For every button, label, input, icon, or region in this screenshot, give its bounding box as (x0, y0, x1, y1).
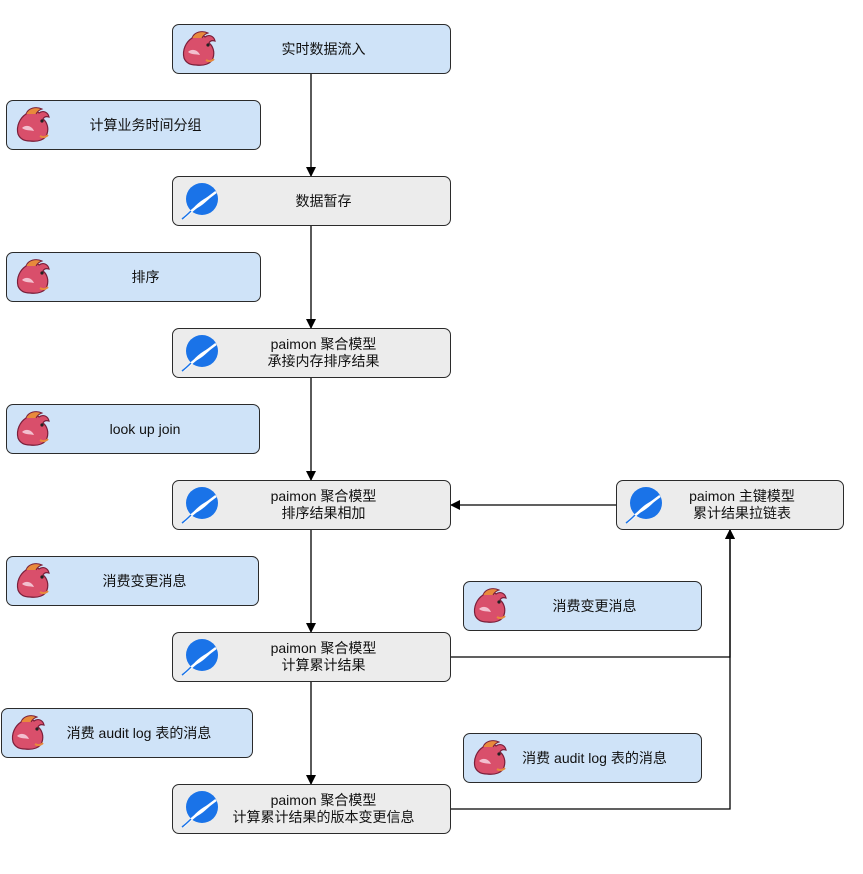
paimon-table-node: paimon 聚合模型排序结果相加 (172, 480, 451, 530)
node-label-line: paimon 主键模型 (689, 488, 795, 504)
node-label: 消费 audit log 表的消息 (464, 750, 701, 767)
flink-squirrel-icon (12, 560, 54, 602)
node-label: 消费变更消息 (7, 573, 258, 590)
flink-squirrel-icon (12, 104, 54, 146)
node-label-line: 消费变更消息 (552, 597, 637, 614)
node-label-line: 累计结果拉链表 (693, 505, 791, 521)
paimon-table-node: paimon 聚合模型计算累计结果 (172, 632, 451, 682)
flink-squirrel-icon (469, 737, 511, 779)
node-label: paimon 聚合模型排序结果相加 (173, 488, 450, 522)
node-label-line: paimon 聚合模型 (270, 336, 377, 352)
node-label-line: 排序 (131, 268, 160, 285)
node-label: paimon 聚合模型承接内存排序结果 (173, 336, 450, 370)
paimon-icon (178, 332, 220, 374)
node-label-line: paimon 聚合模型 (270, 640, 377, 656)
paimon-table-node: paimon 聚合模型承接内存排序结果 (172, 328, 451, 378)
node-label-line: 排序结果相加 (281, 505, 366, 521)
node-label: paimon 聚合模型计算累计结果的版本变更信息 (173, 792, 450, 826)
flink-task-node: look up join (6, 404, 260, 454)
paimon-icon (178, 180, 220, 222)
node-label-line: paimon 聚合模型 (270, 792, 377, 808)
flink-task-node: 排序 (6, 252, 261, 302)
node-label-line: 实时数据流入 (281, 40, 366, 57)
node-label: 排序 (7, 269, 260, 286)
flink-task-node: 消费 audit log 表的消息 (1, 708, 253, 758)
node-label: paimon 主键模型累计结果拉链表 (617, 488, 843, 522)
paimon-table-node: 数据暂存 (172, 176, 451, 226)
flink-squirrel-icon (178, 28, 220, 70)
node-label: 实时数据流入 (173, 41, 450, 58)
node-label: 消费 audit log 表的消息 (2, 725, 252, 742)
node-label-line: 计算业务时间分组 (89, 116, 202, 133)
node-label-line: 承接内存排序结果 (267, 353, 380, 369)
flink-squirrel-icon (12, 408, 54, 450)
flink-task-node: 消费 audit log 表的消息 (463, 733, 702, 783)
node-label-line: 数据暂存 (295, 192, 352, 209)
node-label: 消费变更消息 (464, 598, 701, 615)
node-label-line: 计算累计结果 (281, 657, 366, 673)
paimon-icon (178, 788, 220, 830)
node-label-line: 消费 audit log 表的消息 (522, 749, 667, 766)
flink-task-node: 计算业务时间分组 (6, 100, 261, 150)
flink-squirrel-icon (12, 256, 54, 298)
paimon-table-node: paimon 主键模型累计结果拉链表 (616, 480, 844, 530)
node-label: paimon 聚合模型计算累计结果 (173, 640, 450, 674)
node-label-line: paimon 聚合模型 (270, 488, 377, 504)
node-label: look up join (7, 421, 259, 438)
flink-squirrel-icon (469, 585, 511, 627)
flink-task-node: 消费变更消息 (6, 556, 259, 606)
node-label: 计算业务时间分组 (7, 117, 260, 134)
node-label: 数据暂存 (173, 193, 450, 210)
flink-task-node: 实时数据流入 (172, 24, 451, 74)
flink-task-node: 消费变更消息 (463, 581, 702, 631)
node-label-line: 消费 audit log 表的消息 (66, 724, 212, 741)
flink-squirrel-icon (7, 712, 49, 754)
paimon-icon (178, 484, 220, 526)
node-label-line: 计算累计结果的版本变更信息 (232, 809, 415, 825)
flow-arrow (451, 529, 735, 810)
paimon-table-node: paimon 聚合模型计算累计结果的版本变更信息 (172, 784, 451, 834)
paimon-icon (178, 636, 220, 678)
node-label-line: 消费变更消息 (102, 572, 187, 589)
paimon-icon (622, 484, 664, 526)
node-label-line: look up join (109, 420, 181, 437)
